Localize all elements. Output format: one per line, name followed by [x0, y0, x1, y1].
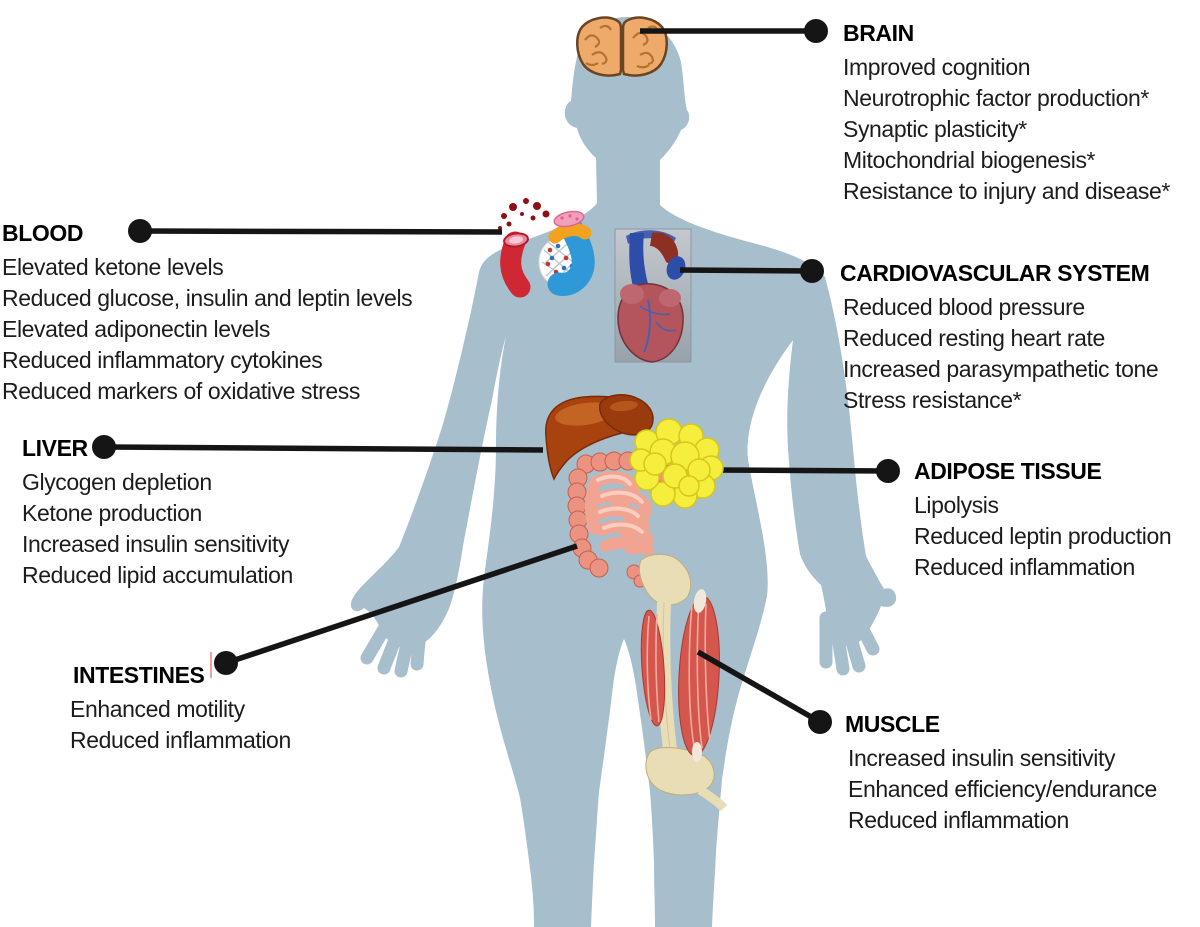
- label-block-adipose: ADIPOSE TISSUE Lipolysis Reduced leptin …: [914, 456, 1172, 583]
- artery: [498, 198, 550, 298]
- muscle-bellies: [640, 595, 720, 757]
- brain-item: Neurotrophic factor production*: [843, 85, 1149, 111]
- cardiovascular-item: Stress resistance*: [843, 387, 1022, 413]
- dot-adipose: [876, 459, 900, 483]
- label-block-brain: BRAIN Improved cognition Neurotrophic fa…: [843, 18, 1170, 207]
- leader-adipose: [711, 467, 889, 474]
- liver-item: Increased insulin sensitivity: [22, 531, 290, 557]
- leader-blood: [139, 228, 503, 235]
- intestines-title: INTESTINES: [73, 662, 205, 688]
- adipose-title: ADIPOSE TISSUE: [914, 458, 1102, 484]
- body-silhouette: [350, 17, 897, 927]
- leader-intestines: [225, 543, 578, 666]
- blood-item: Elevated ketone levels: [2, 254, 224, 280]
- intestines-item: Reduced inflammation: [70, 727, 291, 753]
- label-block-blood: BLOOD Elevated ketone levels Reduced glu…: [2, 218, 413, 407]
- leader-cardiovascular: [679, 267, 813, 274]
- brain-item: Mitochondrial biogenesis*: [843, 147, 1096, 173]
- blood-item: Reduced inflammatory cytokines: [2, 347, 323, 373]
- blood-droplets: [498, 198, 550, 230]
- liver-item: Glycogen depletion: [22, 469, 212, 495]
- adipose-item: Reduced leptin production: [914, 523, 1172, 549]
- label-block-liver: LIVER Glycogen depletion Ketone producti…: [22, 433, 293, 591]
- leader-dots: [92, 19, 900, 734]
- body-outline: [350, 17, 897, 927]
- liver-title: LIVER: [22, 435, 88, 461]
- label-block-muscle: MUSCLE Increased insulin sensitivity Enh…: [845, 709, 1157, 836]
- intestines-item: Enhanced motility: [70, 696, 245, 722]
- adipose-item: Lipolysis: [914, 492, 999, 518]
- leader-lines: [103, 28, 889, 725]
- dot-brain: [804, 19, 828, 43]
- muscle-icon: [639, 553, 728, 812]
- liver-icon: [545, 394, 654, 481]
- adipose-tissue-icon: [629, 418, 724, 509]
- cardiovascular-item: Reduced blood pressure: [843, 294, 1085, 320]
- brain-item: Improved cognition: [843, 54, 1031, 80]
- femur-bone: [639, 553, 728, 812]
- right-hand-fingers: [819, 611, 880, 676]
- dot-muscle: [808, 710, 832, 734]
- brain-item: Synaptic plasticity*: [843, 116, 1027, 142]
- left-hand-fingers: [360, 605, 428, 678]
- vein: [547, 210, 595, 296]
- blood-vessels-icon: [498, 198, 595, 298]
- artifact-mark: [210, 652, 212, 678]
- muscle-item: Enhanced efficiency/endurance: [848, 776, 1157, 802]
- brain-icon: [576, 16, 668, 77]
- dot-blood: [128, 219, 152, 243]
- cardiovascular-item: Reduced resting heart rate: [843, 325, 1105, 351]
- muscle-title: MUSCLE: [845, 711, 940, 737]
- muscle-item: Increased insulin sensitivity: [848, 745, 1116, 771]
- blood-item: Reduced markers of oxidative stress: [2, 378, 360, 404]
- liver-item: Reduced lipid accumulation: [22, 562, 293, 588]
- dot-intestines: [214, 651, 238, 675]
- leader-muscle: [696, 649, 822, 725]
- cardiovascular-title: CARDIOVASCULAR SYSTEM: [840, 260, 1150, 286]
- muscle-item: Reduced inflammation: [848, 807, 1069, 833]
- leader-liver: [103, 444, 544, 453]
- label-block-cardiovascular: CARDIOVASCULAR SYSTEM Reduced blood pres…: [840, 258, 1159, 416]
- heart-icon: [614, 228, 692, 363]
- brain-title: BRAIN: [843, 20, 914, 46]
- brain-item: Resistance to injury and disease*: [843, 178, 1170, 204]
- dot-cardiovascular: [800, 259, 824, 283]
- blood-title: BLOOD: [2, 220, 84, 246]
- dot-liver: [92, 435, 116, 459]
- cardiovascular-item: Increased parasympathetic tone: [843, 356, 1159, 382]
- adipose-item: Reduced inflammation: [914, 554, 1135, 580]
- liver-item: Ketone production: [22, 500, 202, 526]
- blood-item: Elevated adiponectin levels: [2, 316, 270, 342]
- blood-item: Reduced glucose, insulin and leptin leve…: [2, 285, 413, 311]
- label-block-intestines: INTESTINES Enhanced motility Reduced inf…: [70, 660, 291, 756]
